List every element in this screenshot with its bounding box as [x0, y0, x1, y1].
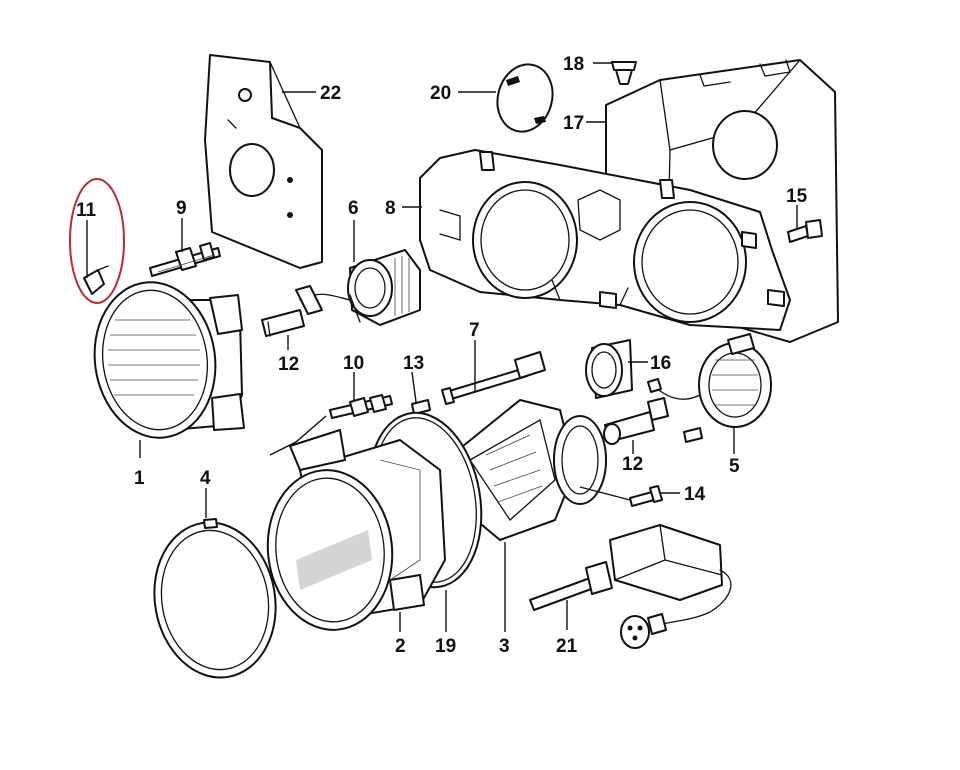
callout-21: 21 — [556, 636, 578, 657]
leader-lines — [86, 62, 798, 632]
part-13-clip — [411, 399, 431, 415]
callout-4: 4 — [200, 468, 211, 489]
part-12-bulb-left — [261, 285, 323, 337]
part-2-headlight — [266, 429, 446, 631]
callout-9: 9 — [176, 198, 187, 219]
part-14-screw — [629, 485, 663, 507]
part-8-carrier-frame — [419, 149, 791, 331]
part-3-reflector-holder — [451, 399, 607, 541]
part-22-heat-shield — [204, 54, 323, 269]
callout-22: 22 — [320, 83, 341, 104]
callout-7: 7 — [469, 320, 480, 341]
callout-3: 3 — [499, 636, 510, 657]
part-11-adjuster-nut — [83, 265, 109, 295]
callout-8: 8 — [385, 198, 396, 219]
callout-12-left: 12 — [278, 354, 299, 375]
part-7-adjusting-shaft — [441, 351, 546, 405]
part-18-clip — [611, 61, 637, 85]
callout-12-right: 12 — [622, 454, 643, 475]
callout-11: 11 — [76, 200, 97, 221]
callout-2: 2 — [395, 636, 406, 657]
callout-15: 15 — [786, 186, 808, 207]
callout-17: 17 — [563, 113, 584, 134]
part-10-adjusting-screw — [329, 394, 393, 419]
part-16-socket-ring — [585, 339, 633, 399]
callout-1: 1 — [134, 468, 145, 489]
callout-14: 14 — [684, 484, 706, 505]
callout-16: 16 — [650, 353, 671, 374]
part-1-headlight — [93, 281, 245, 439]
callout-20: 20 — [430, 83, 451, 104]
part-21-leveling-motor — [529, 524, 732, 649]
callout-labels: 22 20 18 17 15 11 9 6 8 12 10 13 7 16 1 … — [76, 54, 808, 657]
part-15-screw — [787, 219, 823, 243]
callout-19: 19 — [435, 636, 456, 657]
callout-18: 18 — [563, 54, 584, 75]
part-20-cover-cap — [496, 63, 554, 133]
callout-6: 6 — [348, 198, 359, 219]
part-9-adjusting-screw — [149, 242, 221, 277]
highlight-ellipse — [69, 178, 125, 304]
callout-10: 10 — [343, 353, 364, 374]
part-5-bulb-holder — [647, 333, 772, 443]
part-12-bulb-right — [603, 397, 669, 445]
callout-13: 13 — [403, 353, 424, 374]
part-6-bulb-socket — [299, 249, 421, 326]
callout-5: 5 — [729, 456, 740, 477]
part-4-trim-ring — [153, 518, 277, 679]
